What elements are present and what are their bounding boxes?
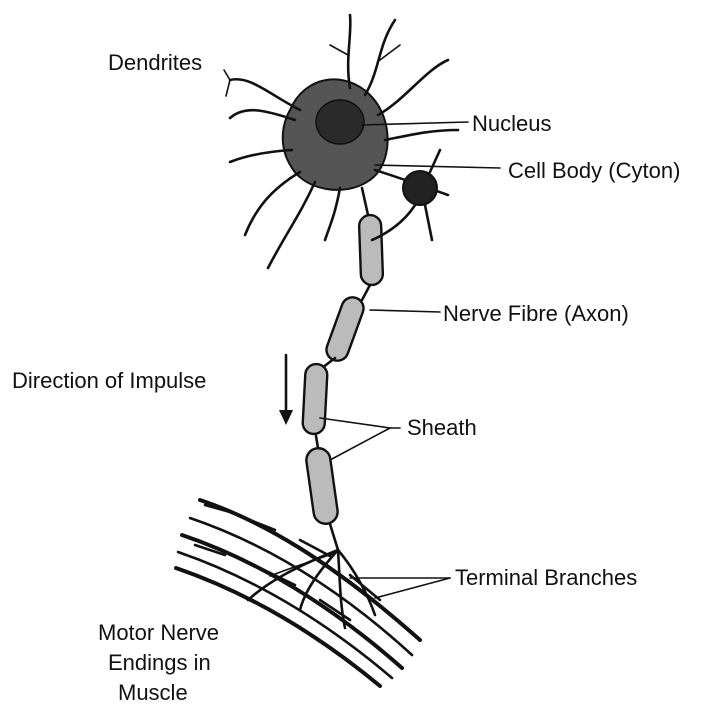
label-nerve-fibre: Nerve Fibre (Axon) <box>443 301 629 326</box>
axon <box>302 188 383 550</box>
nucleus-shape <box>316 100 364 144</box>
label-direction: Direction of Impulse <box>12 368 206 393</box>
label-motor-line2: Endings in <box>108 650 211 675</box>
sheath-segment-1 <box>359 215 383 286</box>
sheath-segment-3 <box>302 363 328 434</box>
sheath-segment-2 <box>323 294 366 364</box>
direction-arrow <box>279 355 293 425</box>
label-terminal-branches: Terminal Branches <box>455 565 637 590</box>
label-cell-body: Cell Body (Cyton) <box>508 158 680 183</box>
label-motor-line1: Motor Nerve <box>98 620 219 645</box>
label-dendrites: Dendrites <box>108 50 202 75</box>
label-nucleus: Nucleus <box>472 111 551 136</box>
label-motor-line3: Muscle <box>118 680 188 705</box>
label-sheath: Sheath <box>407 415 477 440</box>
muscle-tissue <box>176 500 420 686</box>
